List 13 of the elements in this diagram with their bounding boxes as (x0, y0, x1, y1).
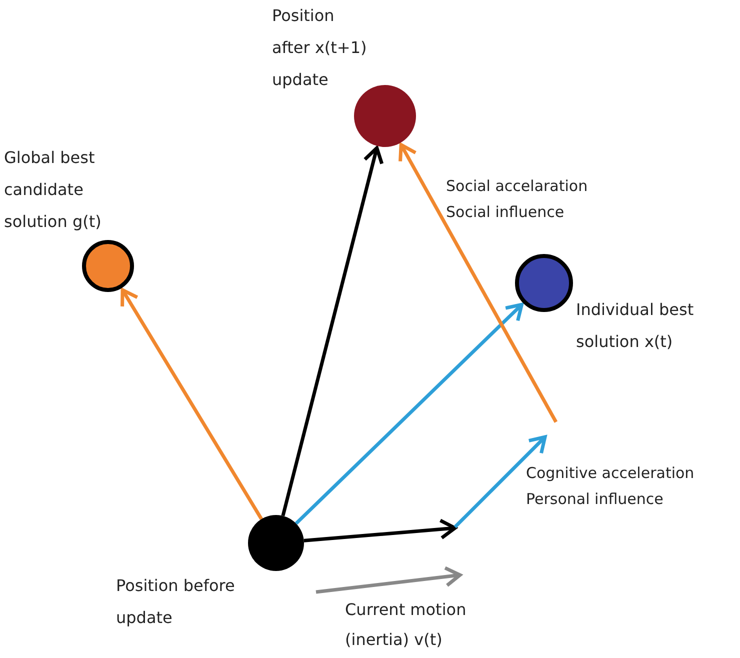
arrow (304, 518, 457, 542)
vector-label: Social accelaration (446, 176, 588, 197)
node-label: Position after x(t+1) update (272, 5, 368, 91)
node-label: Individual best solution x(t) (576, 299, 695, 353)
arrow (294, 302, 524, 525)
vector-label: Cognitive acceleration (526, 463, 694, 484)
arrow (120, 288, 263, 520)
vector-label: Personal influence (526, 489, 664, 510)
node-label: Global best candidate solution g(t) (4, 147, 102, 233)
vector-label: Social influence (446, 202, 564, 223)
arrow (281, 146, 384, 516)
vector-label: Current motion (inertia) v(t) (345, 599, 468, 651)
node-label: Position before update (116, 575, 236, 629)
